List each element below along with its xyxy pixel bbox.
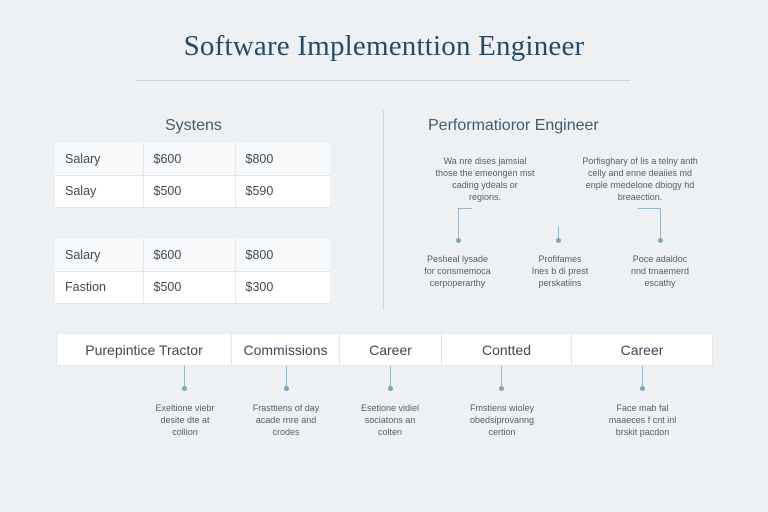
connector-line [642,366,643,388]
category-bar: Purepintice Tractor Commissions Career C… [57,334,712,365]
right-section-heading: Performatioror Engineer [428,117,599,134]
connector-dot [284,386,289,391]
table-cell: $800 [234,143,330,176]
bottom-note-2: Frasttiens of day acade rnre and crodes [252,403,320,437]
title-divider [135,80,630,81]
table-cell: Salary [55,239,143,272]
bar-cell: Career [620,341,664,358]
bottom-note-5: Face mab fal maaeces f cnt inl brskit pa… [608,403,677,437]
salary-table-1: Salary $600 $800 Salay $500 $590 [55,143,330,208]
connector-line [184,366,185,388]
connector-line [458,208,459,240]
connector-line [458,208,472,209]
connector-line [286,366,287,388]
right-note-2: Porfisghary of lis a telny anth celly an… [582,156,698,202]
bottom-note-3: Esetione vidiel sociatons an colten [360,403,420,437]
table-cell: $500 [142,175,235,208]
table-cell: $600 [142,239,235,272]
table-cell: Salay [55,175,143,208]
table-row: Salary $600 $800 [55,143,330,176]
table-row: Fastion $500 $300 [55,271,330,304]
table-cell: $300 [234,271,330,304]
left-section-heading: Systens [165,117,222,134]
connector-dot [658,238,663,243]
right-bottom-note-2: Profifames Ines b di prest perskatiins [531,254,589,288]
table-cell: $800 [234,239,330,272]
connector-dot [556,238,561,243]
connector-dot [388,386,393,391]
table-cell: $590 [234,175,330,208]
right-note-1: Wa nre dises jamsial those the emeongen … [435,156,535,202]
connector-line [660,208,661,240]
connector-line [558,226,559,240]
table-cell: Fastion [55,271,143,304]
bar-cell: Commissions [232,334,340,365]
table-cell: $500 [142,271,235,304]
connector-dot [640,386,645,391]
table-cell: $600 [142,143,235,176]
connector-dot [182,386,187,391]
right-bottom-note-1: Pesheal lysade for consmemoca cerpoperar… [424,254,491,288]
right-bottom-note-3: Poce adaldoc nnd tmaemerd escathy [630,254,690,288]
table-row: Salay $500 $590 [55,175,330,208]
bottom-note-1: Exeltione viebr desite dte at collion [155,403,215,437]
table-cell: Salary [55,143,143,176]
connector-line [501,366,502,388]
bar-cell: Contted [442,334,572,365]
connector-dot [456,238,461,243]
connector-line [638,208,660,209]
connector-line [390,366,391,388]
page-title: Software Implementtion Engineer [183,30,585,62]
bar-cell: Career [340,334,442,365]
table-row: Salary $600 $800 [55,239,330,272]
connector-dot [499,386,504,391]
bottom-note-4: Fmstiens wioley obedsiprovanng certion [469,403,535,437]
column-divider [383,110,384,310]
salary-table-2: Salary $600 $800 Fastion $500 $300 [55,239,330,304]
bar-cell: Purepintice Tractor [57,334,232,365]
